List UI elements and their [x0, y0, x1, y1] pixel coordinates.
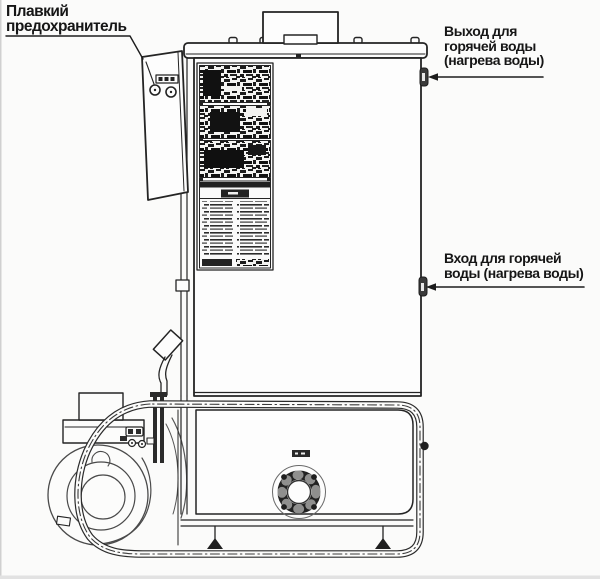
top-lid	[183, 42, 428, 59]
page-edge-bottom	[0, 575, 600, 579]
cabinet	[152, 11, 428, 397]
hot-water-inlet-fitting	[418, 276, 428, 297]
pipe-loop	[74, 400, 429, 558]
igniter	[152, 329, 184, 396]
outlet-label-line: Выход для	[444, 23, 517, 39]
hot-water-inlet-label: Вход для горячей воды (нагрева воды)	[444, 250, 584, 281]
fuse-leader-line	[5, 35, 144, 60]
control-box	[141, 50, 189, 201]
base-frame	[177, 395, 414, 546]
burner-blower	[47, 392, 167, 546]
outlet-label-line: горячей воды	[444, 37, 536, 54]
gas-valve	[125, 426, 155, 449]
feet	[207, 538, 391, 549]
fuse-knob	[149, 84, 161, 96]
outlet-label-line: (нагрева воды)	[444, 52, 544, 68]
hot-water-outlet-fitting	[419, 67, 429, 87]
fuse-label-line: предохранитель	[6, 17, 127, 35]
inlet-label-line: Вход для горячей	[444, 250, 562, 266]
inlet-arrow-left-icon	[426, 283, 585, 291]
label-sticker-panel	[196, 62, 274, 271]
fuse-knob	[165, 86, 177, 98]
pipe-fitting-knob	[420, 441, 429, 451]
inlet-label-line: воды (нагрева воды)	[444, 264, 584, 281]
hot-water-outlet-label: Выход для горячей воды (нагрева воды)	[444, 24, 544, 68]
side-conduit-collar	[175, 279, 190, 292]
burner-duct	[165, 417, 188, 519]
inspection-port	[272, 450, 326, 519]
fuse-label: Плавкий предохранитель	[6, 3, 127, 35]
page-edge-left	[0, 0, 2, 579]
fuse-label-line: Плавкий	[6, 3, 69, 20]
outlet-arrow-left-icon	[428, 73, 544, 81]
